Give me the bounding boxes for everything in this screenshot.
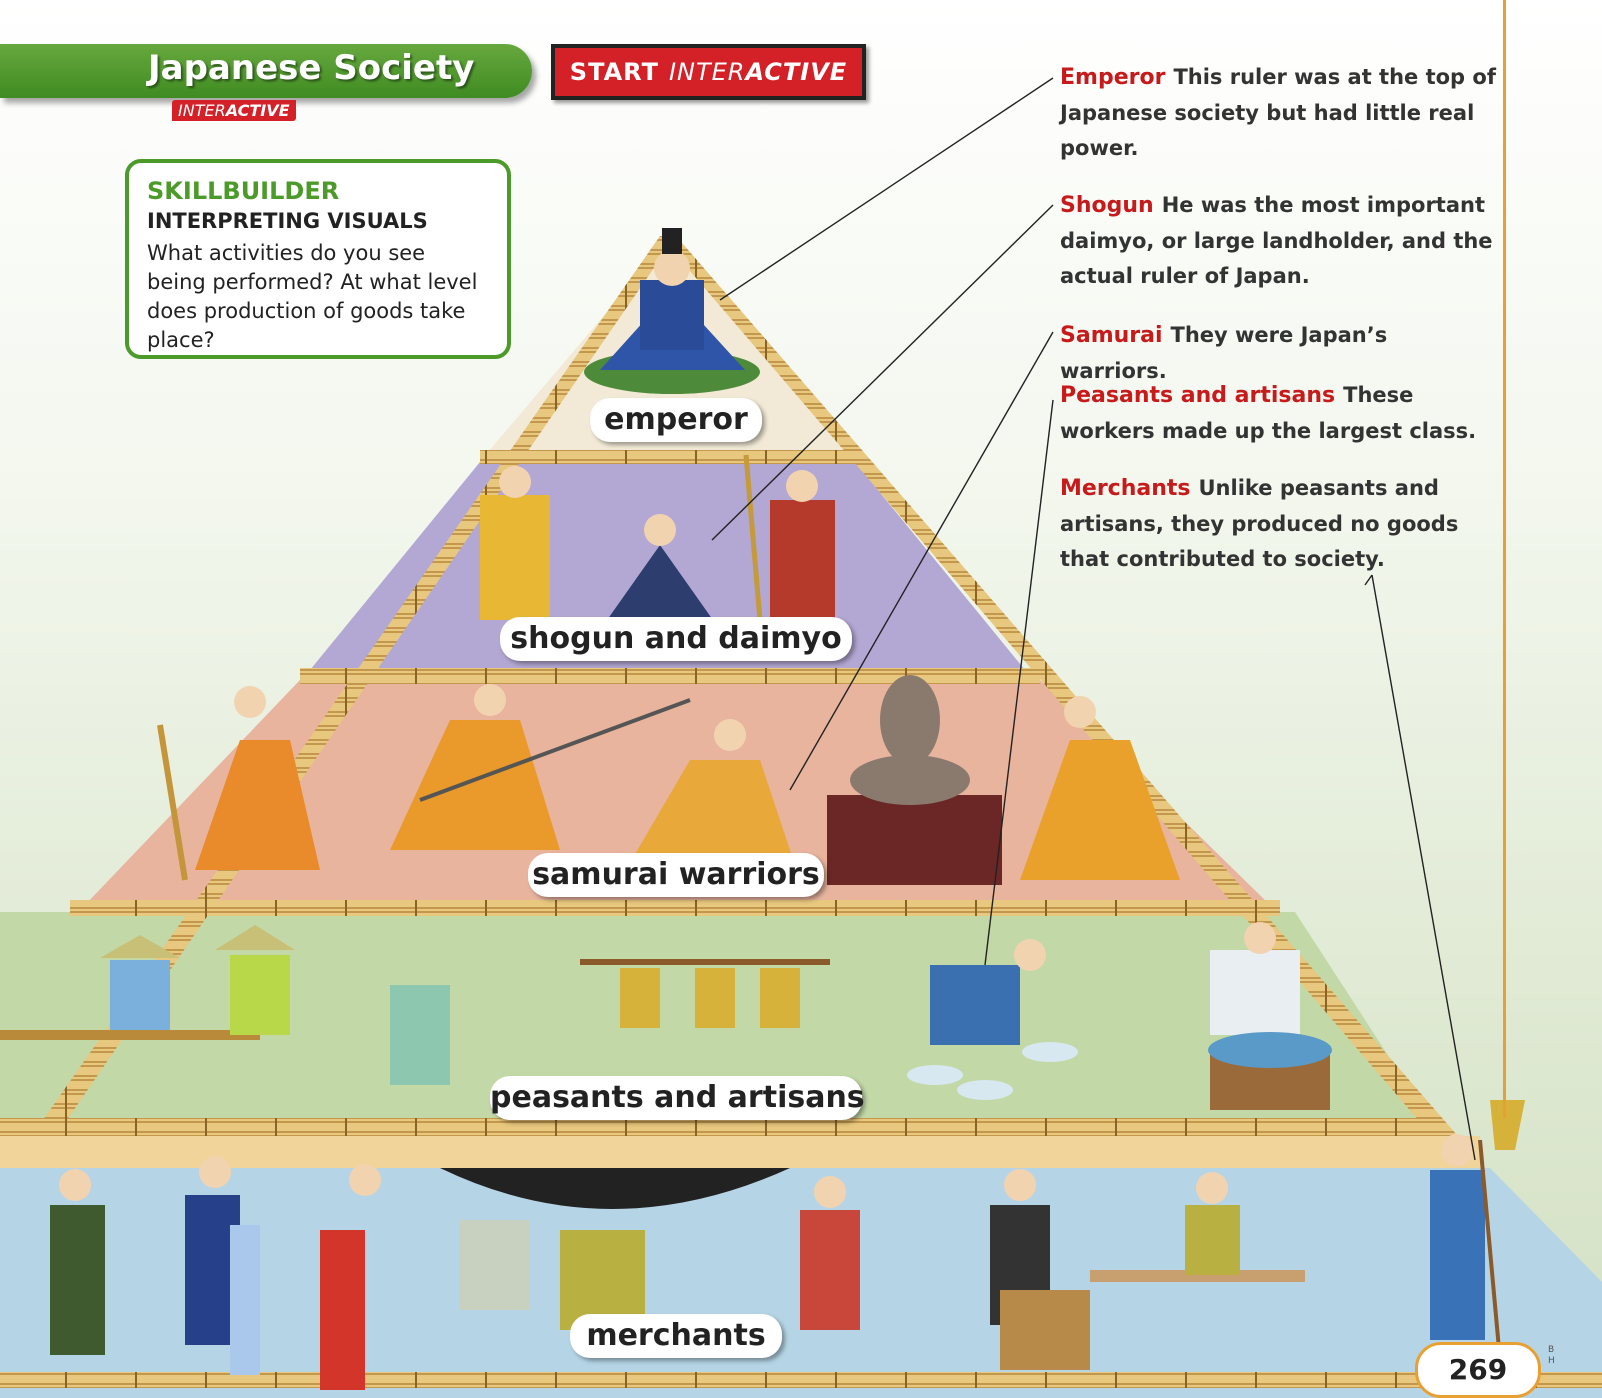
start-button-interactive: INTERACTIVE [669, 58, 847, 86]
interactive-badge[interactable]: INTERACTIVE [172, 100, 296, 121]
page-number: 269 [1415, 1342, 1541, 1398]
tier-label-samurai: samurai warriors [528, 853, 824, 897]
annotation-term: Peasants and artisans [1060, 383, 1336, 408]
annotation-term: Shogun [1060, 193, 1154, 218]
emperor-figure [584, 228, 760, 394]
annotation-term: Samurai [1060, 323, 1163, 348]
interactive-badge-plain: INTER [178, 101, 226, 120]
tier-label-peasants-artisans: peasants and artisans [490, 1076, 865, 1120]
bamboo-rail-1 [480, 450, 856, 464]
page-title: Japanese Society [148, 48, 475, 88]
skillbuilder-heading: SKILLBUILDER [147, 177, 340, 205]
bamboo-rail-4 [0, 1118, 1440, 1136]
shogun-daimyo-figures [480, 454, 835, 630]
peasants-artisans-figures [0, 922, 1332, 1110]
annotation-text: He was the most important daimyo, or lar… [1060, 193, 1493, 288]
samurai-figures [157, 675, 1180, 885]
title-tab [0, 44, 532, 98]
tier-label-shogun-daimyo: shogun and daimyo [500, 617, 852, 661]
tier-label-merchants: merchants [570, 1314, 782, 1358]
bamboo-rail-6 [0, 1372, 1602, 1388]
skillbuilder-box: SKILLBUILDER INTERPRETING VISUALS What a… [125, 159, 511, 359]
leader-lines [711, 77, 1476, 1161]
annotation-text: They were Japan’s warriors. [1060, 323, 1388, 384]
bamboo-rail-5 [0, 1136, 1480, 1168]
annotation-text: This ruler was at the top of Japanese so… [1060, 65, 1496, 160]
artist-credit: B H [1548, 1345, 1555, 1366]
annotation-text: Unlike peasants and artisans, they produ… [1060, 476, 1459, 571]
merchants-figures [50, 1100, 1525, 1390]
start-button-interactive-bold: ACTIVE [745, 58, 848, 86]
annotation-text: These workers made up the largest class. [1060, 383, 1477, 444]
bamboo-rail-2 [300, 668, 1040, 684]
skillbuilder-subheading: INTERPRETING VISUALS [147, 209, 428, 233]
start-interactive-button[interactable]: START INTERACTIVE [551, 44, 866, 100]
skillbuilder-question: What activities do you see being perform… [147, 241, 478, 352]
annotation-term: Merchants [1060, 476, 1191, 501]
bamboo-rail-3 [70, 900, 1280, 916]
start-button-interactive-plain: INTER [668, 58, 746, 86]
interactive-badge-bold: ACTIVE [225, 101, 290, 120]
bamboo-frame-right [660, 236, 1470, 1150]
annotation-term: Emperor [1060, 65, 1166, 90]
tier-label-emperor: emperor [590, 398, 762, 442]
page-margin-rule [1503, 0, 1506, 1118]
start-button-word: START [569, 58, 659, 86]
